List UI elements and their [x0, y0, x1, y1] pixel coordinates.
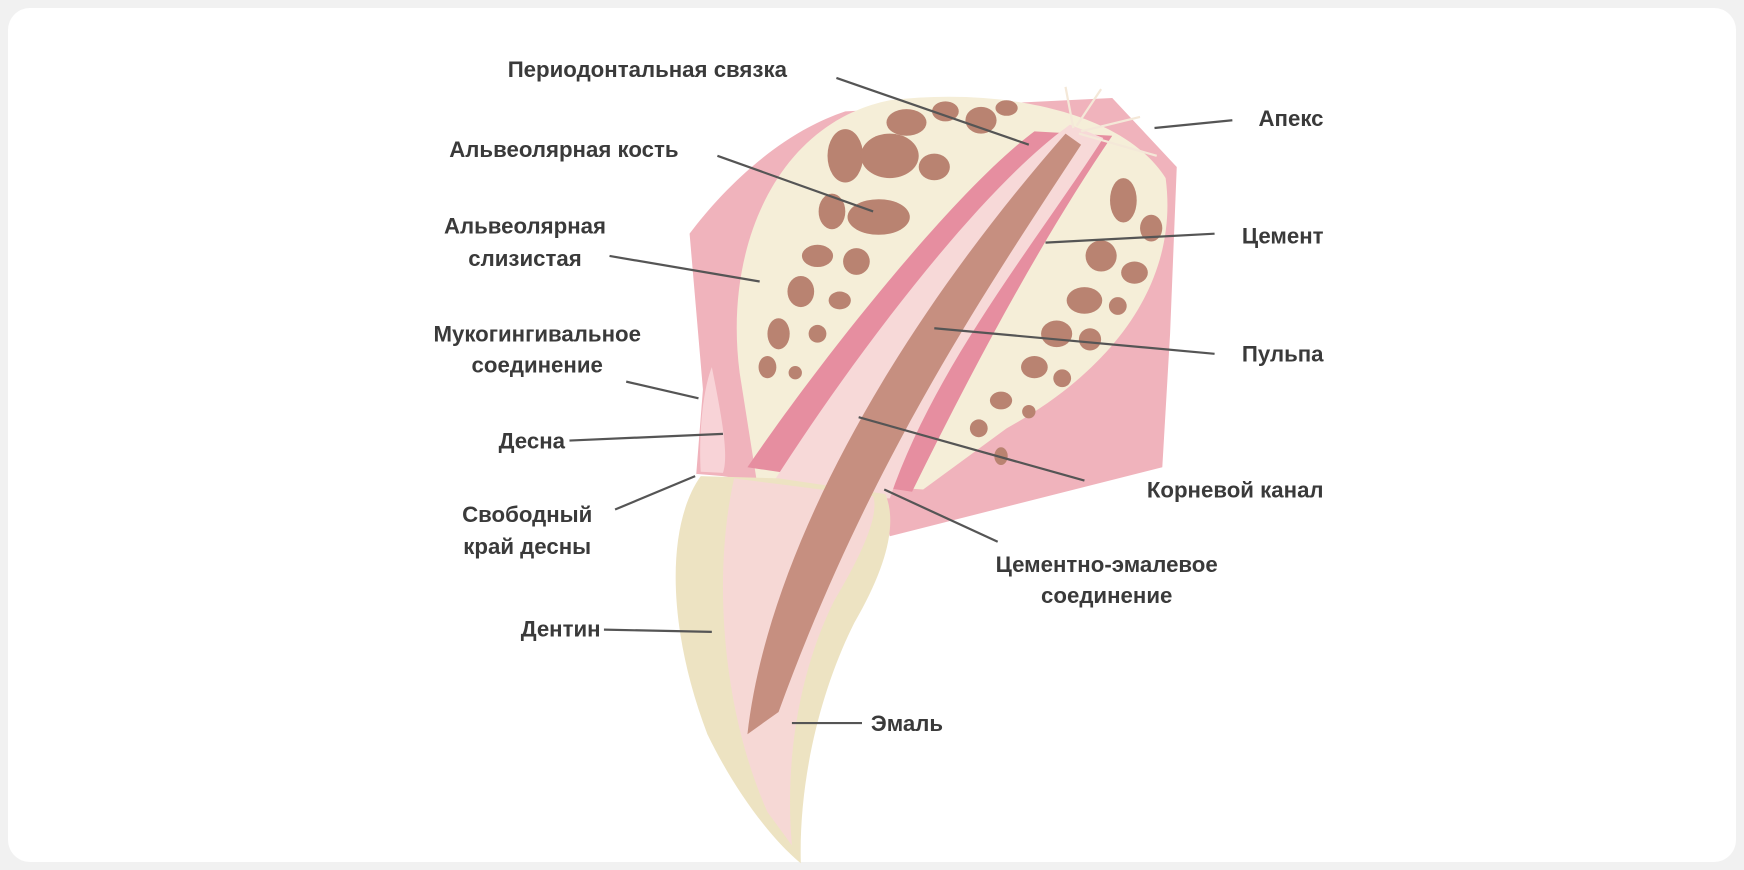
gum-highlight	[700, 367, 726, 473]
trabecula	[1022, 404, 1036, 419]
trabecula	[932, 101, 959, 122]
label-dentin: Дентин	[521, 616, 601, 641]
trabecula	[1140, 214, 1163, 242]
label-apex: Апекс	[1259, 106, 1324, 131]
label-mucogingival-line1: Мукогингивальное	[433, 322, 641, 347]
trabecula	[969, 419, 988, 438]
trabecula	[828, 291, 851, 310]
line-cej	[883, 488, 999, 543]
label-pulp: Пульпа	[1242, 342, 1324, 367]
line-apex	[1154, 119, 1233, 130]
trabecula	[758, 356, 777, 379]
trabecula	[818, 193, 846, 230]
trabecula	[1066, 287, 1103, 314]
label-alveolar-mucosa-line2: слизистая	[468, 246, 581, 271]
line-pulp	[934, 327, 1215, 355]
trabecula	[801, 244, 834, 268]
label-gingiva: Десна	[499, 428, 566, 453]
dentin	[722, 478, 875, 846]
label-enamel: Эмаль	[871, 711, 943, 736]
label-mucogingival-line2: соединение	[472, 353, 603, 378]
label-alveolar-bone: Альвеолярная кость	[449, 137, 678, 162]
trabecula	[965, 106, 997, 134]
line-alveolar-bone	[717, 154, 874, 213]
callout-lines	[569, 76, 1233, 725]
trabecula	[1085, 240, 1117, 272]
trabecula	[1053, 369, 1072, 388]
illustration	[675, 86, 1177, 864]
trabecula	[1078, 328, 1102, 351]
labels: Периодонтальная связка Апекс Альвеолярна…	[433, 57, 1324, 736]
line-dentin	[603, 628, 712, 633]
bone-trabeculae	[758, 100, 1163, 466]
trabecula	[843, 248, 870, 275]
label-free-gingiva-line1: Свободный	[462, 502, 592, 527]
label-cementum: Цемент	[1242, 224, 1324, 249]
trabecula	[1108, 297, 1127, 315]
trabecula	[788, 366, 802, 380]
line-root-canal	[858, 416, 1085, 482]
trabecula	[808, 324, 827, 343]
trabecula	[918, 153, 950, 181]
trabecula	[1121, 261, 1148, 284]
trabecula	[1021, 356, 1048, 379]
label-periodontal-ligament: Периодонтальная связка	[508, 57, 788, 82]
trabecula	[1110, 178, 1137, 223]
line-cementum	[1045, 232, 1215, 244]
trabecula	[995, 100, 1018, 116]
trabecula	[1041, 320, 1073, 348]
trabecula	[827, 129, 864, 183]
trabecula	[767, 318, 790, 350]
label-cej-line1: Цементно-эмалевое	[996, 552, 1218, 577]
trabecula	[989, 391, 1013, 410]
label-alveolar-mucosa-line1: Альвеолярная	[444, 214, 606, 239]
trabecula	[860, 133, 919, 179]
pulp	[747, 133, 1082, 735]
line-mucogingival	[625, 380, 699, 400]
label-free-gingiva-line2: край десны	[463, 534, 591, 559]
line-alveolar-mucosa	[609, 254, 760, 283]
trabecula	[787, 275, 815, 308]
line-periodontal-ligament	[836, 76, 1030, 146]
apex-nerves	[1064, 86, 1158, 157]
line-free-gingiva	[614, 475, 696, 511]
label-cej-line2: соединение	[1041, 583, 1172, 608]
trabecula	[886, 109, 927, 136]
line-gingiva	[569, 432, 724, 442]
label-root-canal: Корневой канал	[1147, 477, 1324, 502]
